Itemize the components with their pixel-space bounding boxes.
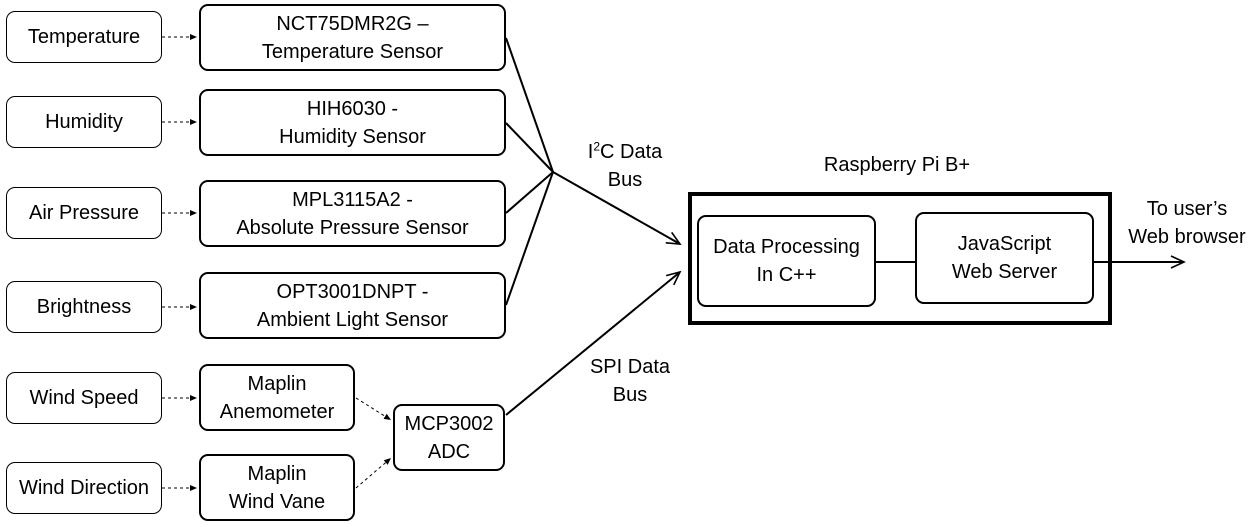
sensor-pressure-desc: Absolute Pressure Sensor — [236, 216, 469, 239]
arrow-windvane-adc — [355, 457, 392, 489]
sensor-temperature: NCT75DMR2G – Temperature Sensor — [199, 4, 506, 71]
quantity-brightness-label: Brightness — [36, 296, 132, 318]
quantity-temperature: Temperature — [6, 11, 162, 63]
spi-bus-arrow — [505, 270, 682, 416]
web-server-box: JavaScript Web Server — [915, 212, 1094, 304]
sensor-wind-vane-brand: Maplin — [247, 462, 307, 485]
i2c-line-light — [505, 171, 554, 306]
adc-box: MCP3002 ADC — [393, 404, 505, 471]
quantity-wind-speed-label: Wind Speed — [29, 387, 139, 409]
adc-desc: ADC — [427, 440, 471, 463]
quantity-wind-direction-label: Wind Direction — [18, 477, 150, 499]
i2c-line-pressure — [505, 171, 554, 214]
sensor-humidity: HIH6030 - Humidity Sensor — [199, 89, 506, 156]
quantity-air-pressure: Air Pressure — [6, 187, 162, 239]
i2c-label-bus: Bus — [607, 169, 643, 191]
sensor-anemometer-brand: Maplin — [247, 372, 307, 395]
i2c-label-rest: C Data — [600, 141, 663, 163]
sensor-anemometer-desc: Anemometer — [219, 400, 335, 423]
data-processing-line2: In C++ — [756, 264, 817, 286]
i2c-bus-label: I2C Data Bus — [570, 138, 680, 194]
output-line1: To user’s — [1146, 198, 1228, 220]
data-processing-box: Data Processing In C++ — [697, 215, 876, 307]
i2c-label-i: I — [587, 141, 594, 163]
quantity-humidity: Humidity — [6, 96, 162, 148]
sensor-anemometer: Maplin Anemometer — [199, 364, 355, 431]
spi-label-line2: Bus — [612, 384, 648, 406]
web-server-line1: JavaScript — [957, 233, 1052, 255]
sensor-temperature-part: NCT75DMR2G – — [276, 12, 429, 35]
sensor-wind-vane-desc: Wind Vane — [228, 490, 326, 513]
adc-part: MCP3002 — [404, 412, 494, 435]
quantity-humidity-label: Humidity — [45, 111, 123, 133]
sensor-light: OPT3001DNPT - Ambient Light Sensor — [199, 272, 506, 339]
i2c-label-sup: 2 — [593, 139, 600, 154]
i2c-bus-arrow — [552, 171, 682, 245]
spi-label-line1: SPI Data — [589, 356, 671, 378]
quantity-air-pressure-label: Air Pressure — [28, 202, 140, 224]
pi-title: Raspberry Pi B+ — [823, 154, 971, 176]
sensor-temperature-desc: Temperature Sensor — [261, 40, 444, 63]
quantity-brightness: Brightness — [6, 281, 162, 333]
quantity-wind-speed: Wind Speed — [6, 372, 162, 424]
sensor-light-desc: Ambient Light Sensor — [256, 308, 449, 331]
sensor-humidity-part: HIH6030 - — [306, 97, 399, 120]
quantity-temperature-label: Temperature — [27, 26, 141, 48]
spi-bus-label: SPI Data Bus — [570, 353, 690, 409]
raspberry-pi-frame — [688, 192, 1112, 325]
sensor-pressure: MPL3115A2 - Absolute Pressure Sensor — [199, 180, 506, 247]
web-server-line2: Web Server — [951, 261, 1058, 283]
sensor-light-part: OPT3001DNPT - — [276, 280, 429, 303]
output-label: To user’s Web browser — [1115, 195, 1259, 251]
sensor-pressure-part: MPL3115A2 - — [292, 188, 413, 211]
sensor-wind-vane: Maplin Wind Vane — [199, 454, 355, 521]
i2c-line-temperature — [505, 37, 554, 173]
quantity-wind-direction: Wind Direction — [6, 462, 162, 514]
output-line2: Web browser — [1128, 226, 1246, 248]
data-processing-line1: Data Processing — [713, 236, 860, 258]
i2c-line-humidity — [505, 122, 554, 173]
sensor-humidity-desc: Humidity Sensor — [279, 125, 426, 148]
arrow-anemometer-adc — [355, 397, 392, 421]
